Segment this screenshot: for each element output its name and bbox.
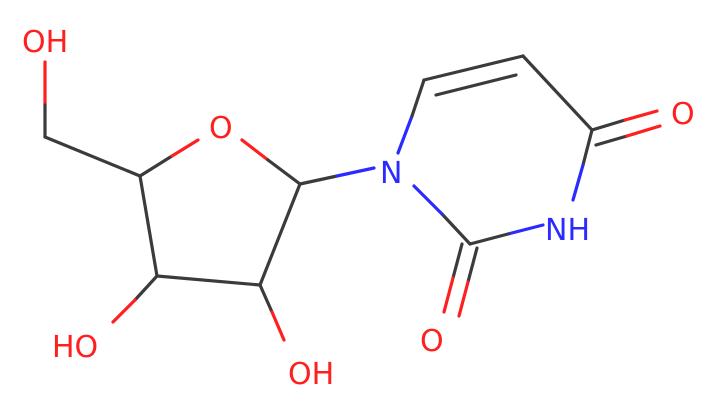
bond-ch2-c4 bbox=[43, 135, 142, 178]
bond-c4-o-double-carbon bbox=[594, 134, 629, 147]
bond-c4-n3-carbon bbox=[581, 128, 594, 167]
bond-c3-oh bbox=[111, 298, 137, 324]
bond-n1-c6-carbon bbox=[410, 78, 426, 118]
atom-nh: NH bbox=[545, 213, 590, 248]
atom-n1: N bbox=[380, 156, 402, 191]
bond-c5-c4 bbox=[521, 54, 594, 132]
bond-c2-oh-carbon bbox=[258, 283, 274, 314]
atom-oh-top: OH bbox=[22, 25, 68, 60]
bond-c2-c3 bbox=[155, 274, 262, 287]
atom-oh-bottom: OH bbox=[288, 357, 334, 392]
bond-c6-c5-double bbox=[434, 73, 518, 97]
bond-n1-c6 bbox=[396, 114, 414, 155]
bond-c2-o bbox=[442, 276, 455, 314]
bond-n3-c2-carbon bbox=[468, 232, 510, 246]
bond-c3-c4 bbox=[138, 174, 159, 278]
bond-c1-n1-carbon bbox=[298, 174, 339, 186]
atom-o-bottom: O bbox=[420, 324, 444, 359]
bond-o-c1 bbox=[240, 138, 270, 162]
bond-c6-c5 bbox=[422, 54, 525, 82]
bond-c1-n1 bbox=[335, 166, 376, 178]
bond-c2-o-double bbox=[457, 280, 470, 318]
bond-c4-o-bond-carbon bbox=[590, 118, 627, 132]
atom-o-right: O bbox=[671, 97, 695, 132]
bond-c4-o bbox=[170, 138, 200, 158]
bond-c4-o-bond bbox=[623, 109, 659, 122]
bond-c2-n1-carbon bbox=[440, 212, 472, 246]
bond-n3-c2 bbox=[506, 223, 545, 236]
atom-ring-o: O bbox=[209, 111, 233, 146]
bond-o-c1-carbon bbox=[266, 158, 302, 186]
bond-c4-n3 bbox=[571, 163, 585, 202]
bond-c2-n1 bbox=[412, 184, 444, 216]
bond-c4-o-double bbox=[625, 124, 662, 138]
bond-c3-oh-carbon bbox=[133, 274, 159, 302]
bond-c1-c2 bbox=[258, 182, 302, 287]
bond-c2-oh bbox=[270, 310, 286, 342]
bond-c2-o-carbon bbox=[451, 242, 464, 280]
bond-c2-o-double-carbon bbox=[466, 246, 479, 284]
bond-c4-o-carbon bbox=[138, 154, 174, 178]
atom-ho-left: HO bbox=[52, 330, 98, 365]
